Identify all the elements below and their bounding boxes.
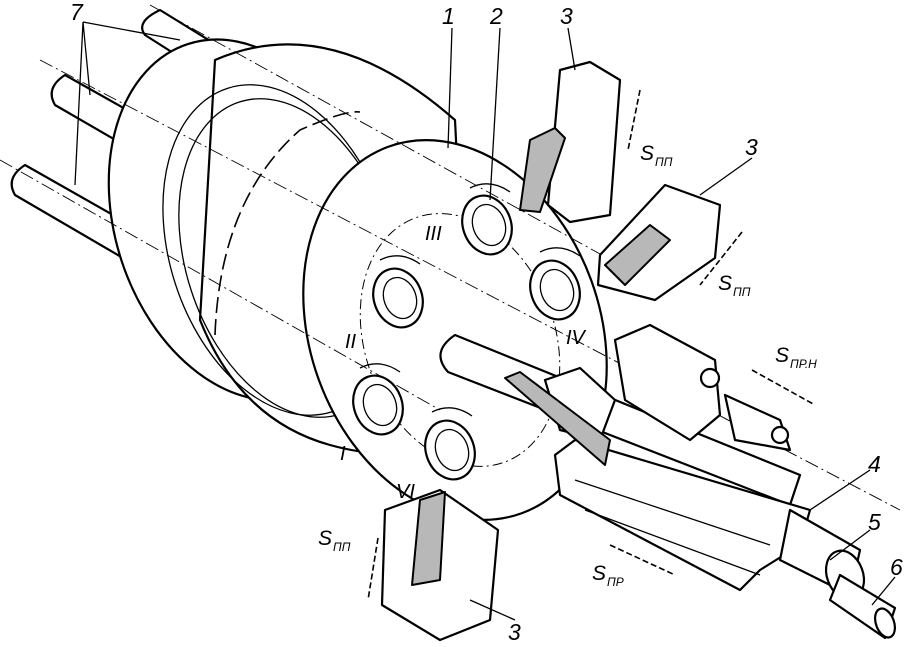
cutting-tool [519, 127, 566, 213]
svg-text:ПП: ПП [655, 155, 673, 169]
feed-arrow [367, 537, 379, 601]
holder-pin [699, 367, 721, 389]
rotation-arrow [379, 255, 421, 265]
feed-label-spr: S ПР [592, 562, 624, 589]
tool-slide-top [519, 60, 641, 224]
position-IV: IV [566, 327, 587, 349]
central-shaft [439, 333, 802, 507]
position-I: I [340, 443, 346, 465]
broach-holder [613, 323, 722, 442]
spindle-II [372, 267, 424, 329]
svg-text:ПП: ПП [333, 540, 351, 554]
spindle-VI [424, 419, 476, 481]
broach-teeth [574, 479, 771, 576]
axis-lower [0, 159, 441, 411]
svg-text:ПР.Н: ПР.Н [790, 357, 817, 371]
feed-arrow [751, 369, 816, 406]
label-3-right: 3 [745, 134, 758, 160]
label-4: 4 [868, 451, 881, 477]
label-2: 2 [489, 3, 503, 29]
tool-slide-body [546, 60, 622, 224]
label-3-top: 3 [560, 3, 573, 29]
support-pin [770, 425, 790, 445]
rotation-arrow [431, 407, 473, 417]
spindle-I [352, 374, 404, 436]
main-axis [39, 59, 901, 511]
label-3-bottom: 3 [508, 619, 521, 645]
feed-arrow [627, 89, 641, 151]
position-II: II [345, 331, 357, 353]
label-6: 6 [890, 554, 903, 580]
spindles [352, 183, 581, 481]
svg-text:S: S [775, 344, 789, 367]
feed-label-spp-top: S ПП [640, 142, 673, 169]
mandrel-and-bar [778, 508, 897, 640]
label-5: 5 [868, 509, 881, 535]
broaching-unit [504, 323, 816, 592]
axis-upper [149, 4, 621, 266]
leader-lines [74, 21, 896, 621]
spindle-IV [529, 259, 581, 321]
indexing-path [214, 111, 361, 336]
feed-label-sprn: S ПР.Н [775, 344, 817, 371]
rotation-arrow [469, 183, 511, 193]
tool-slide-right [596, 183, 743, 302]
cutting-tool [604, 224, 671, 286]
rotation-arrow [539, 247, 581, 257]
feed-label-spp-bottom: S ПП [318, 527, 351, 554]
label-1: 1 [442, 3, 455, 29]
svg-text:S: S [318, 527, 332, 550]
spindle-III [461, 194, 513, 256]
position-VI: VI [396, 481, 415, 503]
position-III: III [425, 223, 442, 245]
svg-text:S: S [718, 272, 732, 295]
svg-text:ПП: ПП [733, 285, 751, 299]
broach-blade [504, 371, 611, 466]
label-7: 7 [70, 0, 84, 25]
svg-text:S: S [640, 142, 654, 165]
svg-text:S: S [592, 562, 606, 585]
svg-text:ПР: ПР [607, 575, 624, 589]
feed-label-spp-right: S ПП [718, 272, 751, 299]
cutting-tool [411, 491, 446, 586]
rotation-arrow [359, 363, 401, 373]
tool-slide-bottom [367, 488, 500, 642]
feed-arrow [609, 544, 676, 576]
feed-arrow [699, 231, 743, 286]
bar-end [874, 607, 896, 639]
